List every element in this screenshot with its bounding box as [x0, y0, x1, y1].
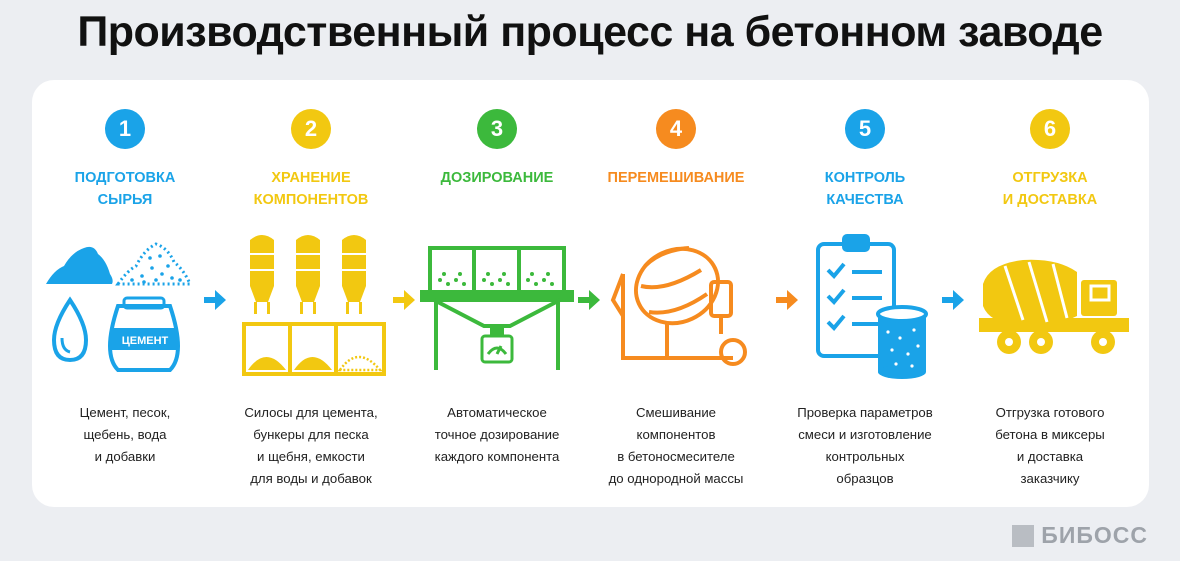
checklist-clipboard-icon	[816, 234, 896, 358]
brand-logo: БИБОСС	[1012, 522, 1148, 549]
dosing-hopper-icon	[420, 246, 574, 370]
page-title: Производственный процесс на бетонном зав…	[77, 8, 1103, 56]
mixer-truck-icon	[979, 259, 1129, 354]
arrow-right-icon	[204, 290, 226, 310]
step-dosing: 3 ДОЗИРОВАНИЕ	[404, 80, 590, 507]
silo-icon	[250, 235, 366, 314]
step-number-badge: 2	[291, 109, 331, 149]
arrow-right-icon	[942, 290, 964, 310]
brand-name: БИБОСС	[1041, 522, 1148, 548]
sand-pile-icon	[115, 242, 193, 286]
step-number-badge: 1	[105, 109, 145, 149]
step-number-badge: 3	[477, 109, 517, 149]
step-title: ДОЗИРОВАНИЕ	[440, 170, 554, 186]
step-title: ПЕРЕМЕШИВАНИЕ	[607, 170, 745, 186]
cement-bag-label: ЦЕМЕНТ	[122, 335, 169, 347]
cement-pile-icon	[46, 246, 113, 284]
mixing-illustration	[610, 246, 747, 366]
arrow-right-icon	[578, 290, 600, 310]
brand-square-icon	[1012, 524, 1035, 547]
raw-materials-illustration: ЦЕМЕНТ	[46, 242, 193, 372]
shipping-illustration	[979, 259, 1129, 354]
arrow-right-icon	[393, 290, 415, 310]
water-drop-icon	[51, 296, 89, 363]
sample-cylinder-icon	[876, 305, 928, 379]
storage-illustration	[242, 235, 386, 376]
cement-bag-icon: ЦЕМЕНТ	[107, 296, 181, 372]
arrow-right-icon	[776, 290, 798, 310]
step-number-badge: 6	[1030, 109, 1070, 149]
gauge-icon	[480, 334, 514, 364]
quality-control-illustration	[816, 234, 928, 379]
hopper-bins-icon	[242, 322, 386, 376]
concrete-mixer-icon	[610, 246, 747, 366]
step-number-badge: 4	[656, 109, 696, 149]
step-number-badge: 5	[845, 109, 885, 149]
dosing-illustration	[420, 246, 574, 370]
